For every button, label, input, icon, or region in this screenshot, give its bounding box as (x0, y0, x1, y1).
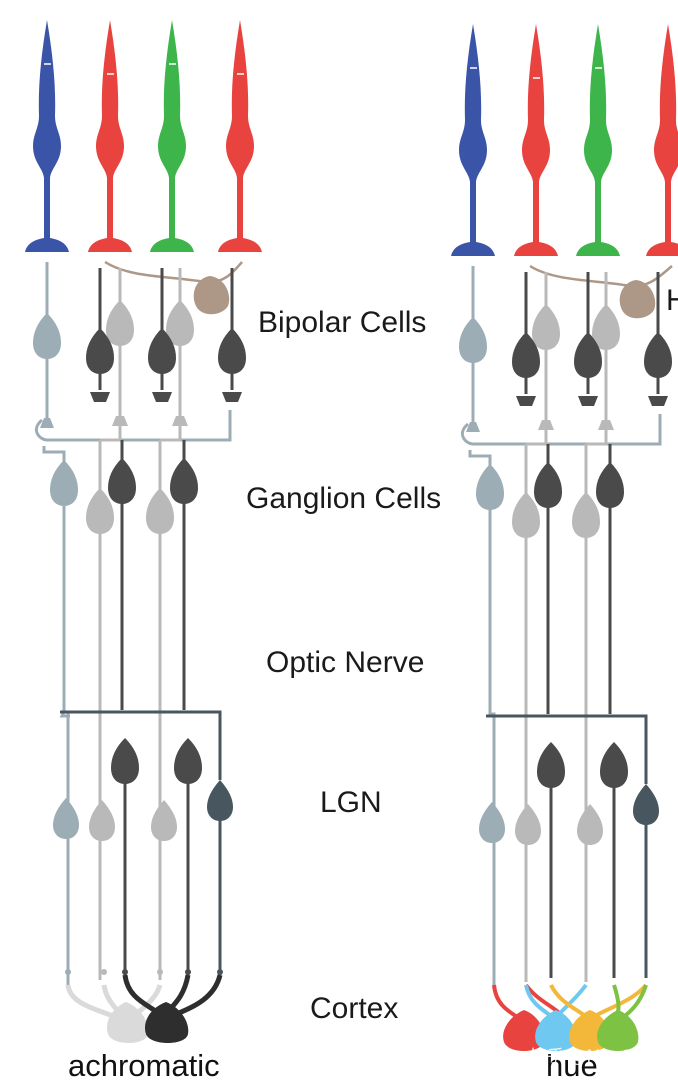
light-gray-cells (459, 317, 505, 843)
dark-gray-cells (86, 328, 246, 975)
s-cone (25, 20, 69, 252)
label-hue: hue (546, 1048, 598, 1083)
l-cone (88, 20, 132, 252)
label-lgn: LGN (320, 786, 382, 819)
watermark: 知乎 @Mon1st (530, 1047, 649, 1067)
mid-gray-cells (86, 300, 194, 975)
l-cone (218, 20, 262, 252)
mid-gray-cells (512, 304, 620, 845)
label-bipolar-cells: Bipolar Cells (258, 306, 426, 339)
left-panel-achromatic (25, 20, 262, 1043)
mid-gray-pathway (98, 268, 182, 980)
cortex-hue-cells (492, 983, 648, 1051)
dark-gray-cells (512, 332, 672, 788)
l-cone (514, 24, 558, 256)
label-optic-nerve: Optic Nerve (266, 646, 424, 679)
mid-gray-pathway (524, 272, 608, 982)
light-gray-pathway (460, 266, 662, 985)
label-ganglion-cells: Ganglion Cells (246, 482, 441, 515)
l-cone-partial (646, 24, 678, 256)
label-achromatic: achromatic (68, 1048, 220, 1083)
cortex-achromatic-cells (65, 974, 223, 1043)
m-cone (150, 20, 194, 252)
horizontal-cell (529, 264, 673, 319)
light-gray-pathway (34, 262, 232, 985)
m-cone (576, 24, 620, 256)
right-panel-hue (451, 24, 678, 1051)
slate-pathway (60, 710, 233, 975)
slate-pathway (486, 714, 659, 978)
s-cone (451, 24, 495, 256)
light-gray-cells (33, 313, 79, 975)
label-horizontal-partial: H (666, 284, 678, 317)
label-cortex: Cortex (310, 992, 398, 1025)
